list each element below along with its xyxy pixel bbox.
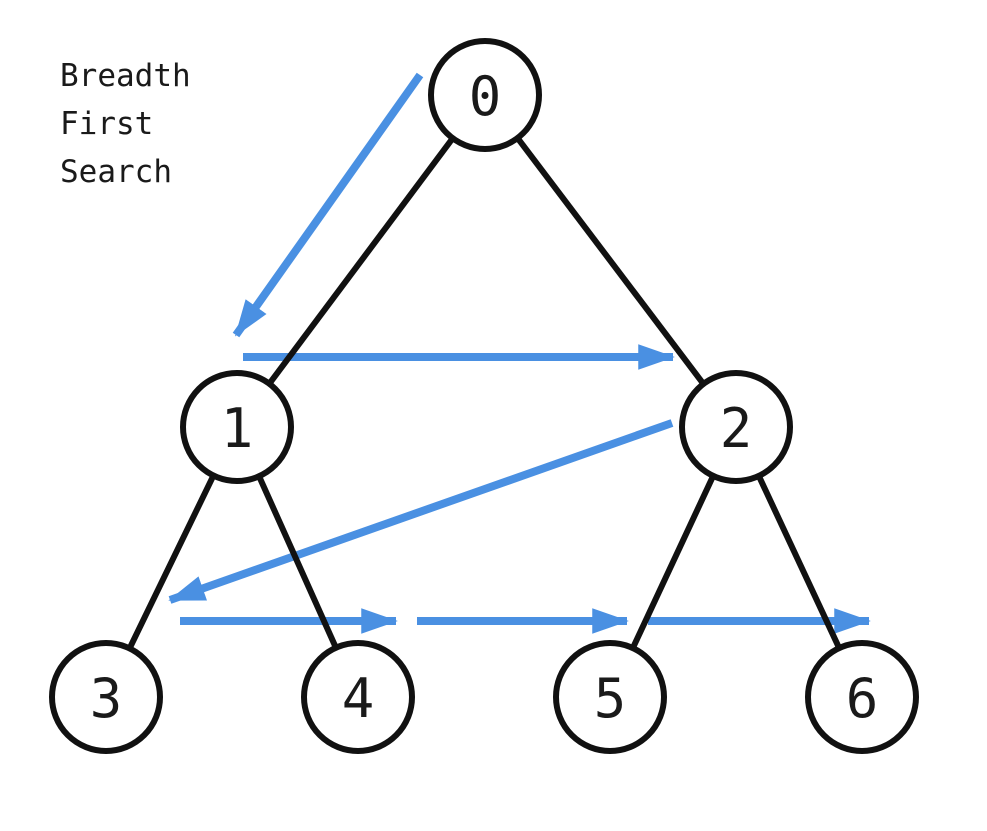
tree-node-0: 0 xyxy=(428,38,542,152)
tree-node-6: 6 xyxy=(805,640,919,754)
node-4-circle xyxy=(301,640,415,754)
traversal-arrows xyxy=(168,72,871,634)
diagram-title-line-2: First xyxy=(60,106,154,142)
bfs-arrow-2-to-3 xyxy=(168,419,674,604)
node-5-circle xyxy=(553,640,667,754)
tree-node-4: 4 xyxy=(301,640,415,754)
diagram-title-line-3: Search xyxy=(60,154,172,190)
node-1-label: 1 xyxy=(221,397,254,460)
diagram-title: Breadth First Search xyxy=(60,52,191,196)
tree-node-3: 3 xyxy=(49,640,163,754)
tree-edge-0-1 xyxy=(234,93,488,429)
tree-edge-0-2 xyxy=(482,93,739,429)
node-3-label: 3 xyxy=(90,667,123,730)
tree-node-1: 1 xyxy=(180,370,294,484)
node-2-circle xyxy=(679,370,793,484)
node-0-circle xyxy=(428,38,542,152)
node-5-label: 5 xyxy=(594,667,627,730)
node-3-circle xyxy=(49,640,163,754)
node-6-circle xyxy=(805,640,919,754)
tree-nodes: 0 1 2 3 4 5 xyxy=(49,38,919,754)
tree-node-2: 2 xyxy=(679,370,793,484)
bfs-arrow-0-to-1 xyxy=(232,72,424,338)
node-1-circle xyxy=(180,370,294,484)
node-4-label: 4 xyxy=(342,667,375,730)
node-0-label: 0 xyxy=(469,65,502,128)
diagram-title-line-1: Breadth xyxy=(60,58,191,94)
node-2-label: 2 xyxy=(720,397,753,460)
node-6-label: 6 xyxy=(846,667,879,730)
tree-node-5: 5 xyxy=(553,640,667,754)
